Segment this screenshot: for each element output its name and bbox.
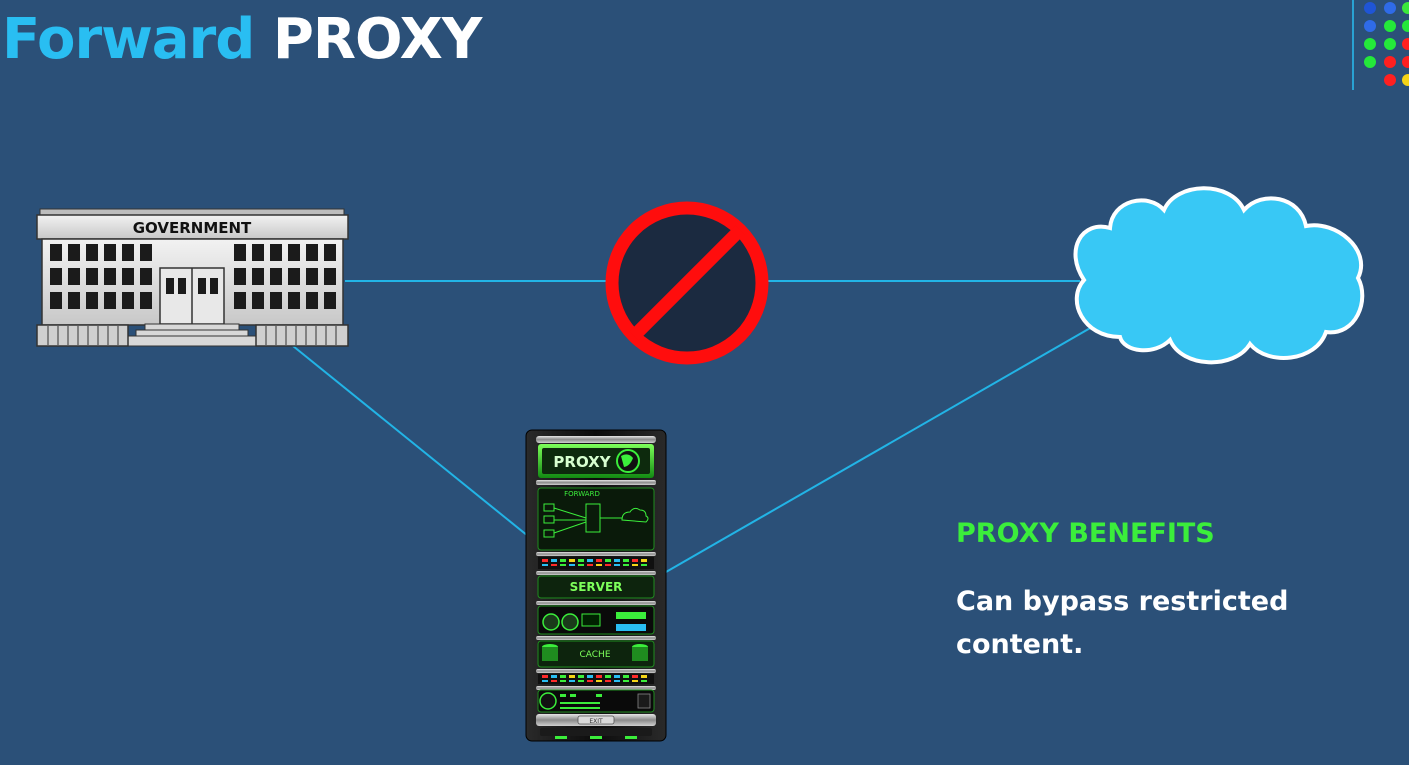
government-building-icon: GOVERNMENT [36, 208, 349, 347]
server-panel-cache: CACHE [579, 650, 610, 660]
title-main: PROXY [272, 7, 482, 72]
line-government-to-proxy [292, 345, 529, 537]
government-sign: GOVERNMENT [133, 219, 252, 237]
server-panel-exit: EXIT [589, 718, 603, 725]
proxy-server-rack-icon: PROXY FORWARD SERVER [525, 429, 667, 742]
page-title: Forward PROXY [2, 4, 482, 76]
title-accent: Forward [2, 7, 255, 72]
line-proxy-to-cloud [665, 326, 1093, 573]
server-brand: PROXY [553, 453, 611, 471]
decorative-dots [1352, 0, 1409, 90]
server-panel-server: SERVER [570, 580, 623, 594]
server-panel-forward: FORWARD [564, 490, 600, 498]
prohibited-icon [605, 201, 769, 365]
benefits-text: Can bypass restricted content. [956, 586, 1289, 660]
benefits-heading: PROXY BENEFITS [956, 518, 1215, 549]
cloud-icon [1073, 186, 1365, 365]
